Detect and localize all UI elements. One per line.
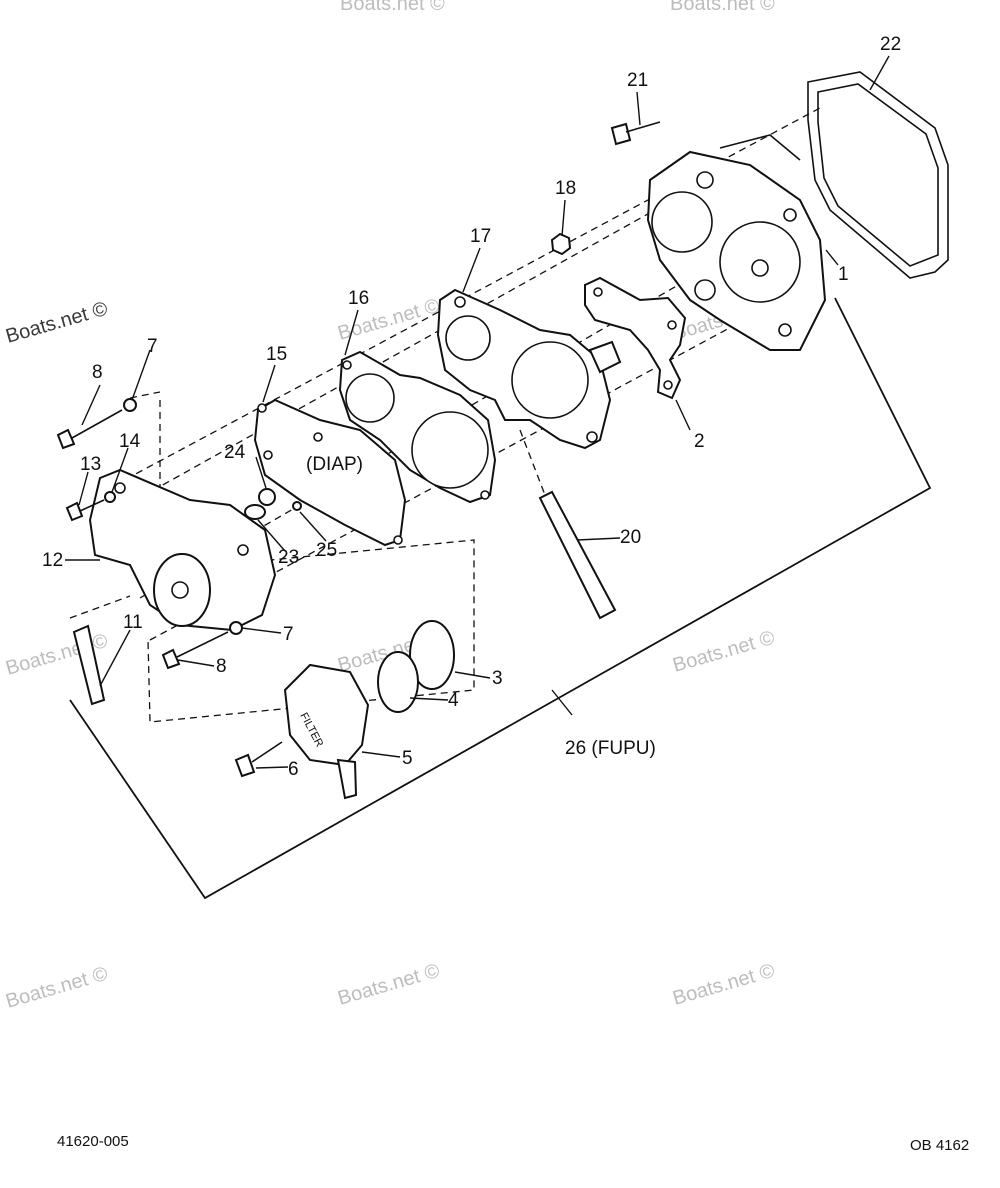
part-8-screw-top <box>56 409 123 450</box>
callout-14: 14 <box>119 431 141 452</box>
part-3-filter-screen <box>409 620 455 690</box>
callout-7-top: 7 <box>147 336 158 357</box>
part-20-hose <box>538 490 617 620</box>
callout-21: 21 <box>627 70 648 91</box>
part-15-diaphragm <box>253 398 407 547</box>
callout-24: 24 <box>224 442 246 463</box>
callout-12: 12 <box>42 550 63 571</box>
part-14-washer <box>104 491 116 503</box>
part-5-filter-cover: FILTER <box>283 663 370 800</box>
callout-8-top: 8 <box>92 362 103 383</box>
part-7-washer-top <box>123 398 137 412</box>
footer-left-ref: 41620-005 <box>57 1133 129 1150</box>
callout-8-bottom: 8 <box>216 656 227 677</box>
callout-20: 20 <box>620 527 641 548</box>
part-18-nut <box>550 232 572 256</box>
callout-5: 5 <box>402 748 413 769</box>
label-fupu: 26 (FUPU) <box>565 738 656 759</box>
part-1-pump-body <box>646 134 827 351</box>
part-17-cover <box>436 288 622 450</box>
callout-13: 13 <box>80 454 101 475</box>
callout-23: 23 <box>278 547 299 568</box>
part-12-housing <box>88 468 277 632</box>
watermark: Boats.net © <box>340 0 445 15</box>
watermark: Boats.net © <box>670 0 775 15</box>
watermark-primary: Boats.net © <box>3 298 110 348</box>
callout-17: 17 <box>470 226 491 247</box>
watermark: Boats.net © <box>670 627 777 677</box>
callout-numbers: 22 21 18 17 16 15 1 2 20 7 8 14 13 12 24… <box>42 34 901 780</box>
callout-2: 2 <box>694 431 705 452</box>
callout-18: 18 <box>555 178 576 199</box>
watermark: Boats.net © <box>3 963 110 1013</box>
part-7-washer-bottom <box>229 621 243 635</box>
footer-right-ref: OB 4162 <box>910 1137 969 1154</box>
part-16-gasket <box>338 350 497 504</box>
part-2-plate <box>584 276 687 400</box>
callout-16: 16 <box>348 288 369 309</box>
callout-22: 22 <box>880 34 901 55</box>
part-4-gasket <box>377 651 419 713</box>
part-24-spring-seat <box>258 488 276 506</box>
part-23-washer <box>244 504 266 520</box>
part-6-screw <box>234 741 283 778</box>
fupu-assembly-bracket <box>69 297 932 900</box>
label-diap: (DIAP) <box>306 454 363 475</box>
callout-6: 6 <box>288 759 299 780</box>
part-25-rivet <box>292 501 302 511</box>
part-22-gasket-inner <box>817 83 939 267</box>
leader-lines <box>65 55 890 769</box>
part-13-screw <box>65 499 105 522</box>
callout-4: 4 <box>448 690 459 711</box>
callout-7-bottom: 7 <box>283 624 294 645</box>
watermark: Boats.net © <box>335 960 442 1010</box>
callout-3: 3 <box>492 668 503 689</box>
part-21-screw <box>610 121 661 146</box>
callout-25: 25 <box>316 540 337 561</box>
callout-15: 15 <box>266 344 287 365</box>
callout-1: 1 <box>838 264 849 285</box>
part-22-gasket <box>807 71 949 279</box>
callout-11: 11 <box>123 612 143 633</box>
watermark: Boats.net © <box>670 960 777 1010</box>
part-8-screw-bottom <box>161 631 229 670</box>
part-11-fitting <box>72 624 106 706</box>
